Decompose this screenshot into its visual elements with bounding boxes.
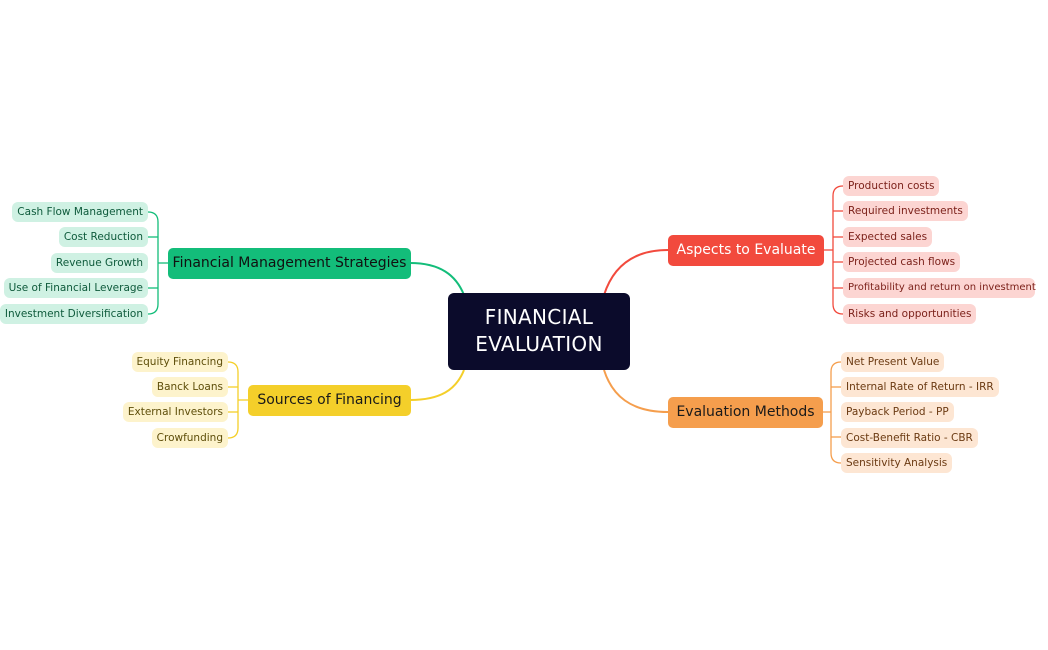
sources-item-crowdfunding[interactable]: Crowfunding <box>151 428 228 448</box>
strategies-item-leverage[interactable]: Use of Financial Leverage <box>3 278 148 298</box>
aspects-item-profitability[interactable]: Profitability and return on investment <box>843 278 1036 298</box>
connector-strategies <box>409 262 465 296</box>
aspects-item-production-costs[interactable]: Production costs <box>843 176 940 196</box>
aspects-item-expected-sales[interactable]: Expected sales <box>843 227 933 247</box>
central-topic-line1: FINANCIAL <box>484 305 594 329</box>
sources-item-external-investors[interactable]: External Investors <box>122 402 228 422</box>
branch-methods[interactable]: Evaluation Methods <box>668 397 823 428</box>
central-topic-line2: EVALUATION <box>475 332 603 356</box>
sources-leaf-connectors <box>227 361 248 439</box>
aspects-item-risks[interactable]: Risks and opportunities <box>843 304 977 324</box>
sources-item-bank-loans[interactable]: Banck Loans <box>151 377 228 397</box>
central-topic[interactable]: FINANCIAL EVALUATION <box>448 293 630 370</box>
branch-sources[interactable]: Sources of Financing <box>248 385 411 416</box>
methods-item-sensitivity[interactable]: Sensitivity Analysis <box>841 453 953 473</box>
branch-aspects[interactable]: Aspects to Evaluate <box>668 235 824 266</box>
aspects-item-required-investments[interactable]: Required investments <box>843 201 968 221</box>
aspects-leaf-connectors <box>823 185 844 315</box>
methods-item-irr[interactable]: Internal Rate of Return - IRR <box>841 377 999 397</box>
connector-aspects <box>603 249 669 296</box>
strategies-leaf-connectors <box>147 211 168 315</box>
methods-item-npv[interactable]: Net Present Value <box>841 352 945 372</box>
branch-strategies[interactable]: Financial Management Strategies <box>168 248 411 279</box>
strategies-item-cash-flow[interactable]: Cash Flow Management <box>12 202 148 222</box>
methods-leaf-connectors <box>822 361 842 464</box>
aspects-item-projected-cash-flows[interactable]: Projected cash flows <box>843 252 961 272</box>
strategies-item-diversification[interactable]: Investment Diversification <box>0 304 148 324</box>
methods-item-cbr[interactable]: Cost-Benefit Ratio - CBR <box>841 428 978 448</box>
strategies-item-cost-reduction[interactable]: Cost Reduction <box>58 227 148 247</box>
strategies-item-revenue-growth[interactable]: Revenue Growth <box>50 253 148 273</box>
connector-methods <box>603 369 669 413</box>
sources-item-equity[interactable]: Equity Financing <box>131 352 228 372</box>
methods-item-payback[interactable]: Payback Period - PP <box>841 402 954 422</box>
connector-sources <box>409 369 465 401</box>
